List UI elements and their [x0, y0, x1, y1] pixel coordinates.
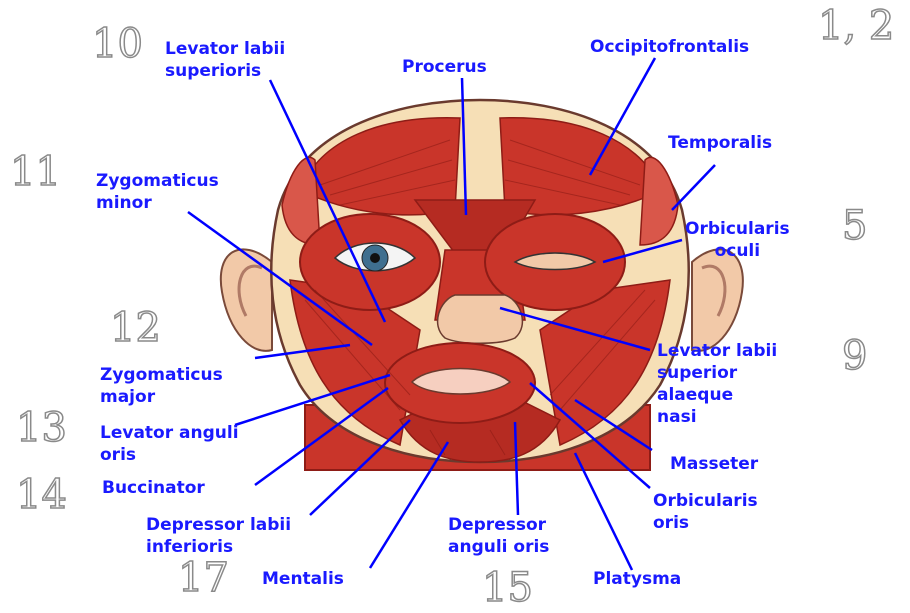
label-line: nasi: [657, 406, 777, 428]
leader-temporalis: [672, 165, 715, 210]
label-line: Orbicularis: [653, 490, 758, 512]
right-ear: [692, 249, 743, 351]
label-line: major: [100, 386, 223, 408]
label-line: alaeque: [657, 384, 777, 406]
label-procerus: Procerus: [402, 56, 487, 78]
label-occipitofrontalis: Occipitofrontalis: [590, 36, 749, 58]
left-ear: [221, 249, 272, 351]
number-11: 11: [10, 152, 61, 192]
label-line: superior: [657, 362, 777, 384]
label-masseter: Masseter: [670, 453, 758, 475]
label-zygomaticus-minor: Zygomaticus minor: [96, 170, 219, 214]
label-temporalis: Temporalis: [668, 132, 772, 154]
label-line: Depressor: [448, 514, 549, 536]
number-15: 15: [482, 568, 533, 608]
label-levator-labii-superior-alaeque-nasi: Levator labii superior alaeque nasi: [657, 340, 777, 428]
number-1-2: 1, 2: [818, 6, 894, 46]
number-13: 13: [16, 408, 67, 448]
label-line: oris: [100, 444, 239, 466]
label-orbicularis-oris: Orbicularis oris: [653, 490, 758, 534]
label-line: Zygomaticus: [96, 170, 219, 192]
label-line: minor: [96, 192, 219, 214]
label-depressor-labii-inferioris: Depressor labii inferioris: [146, 514, 291, 558]
label-line: Levator anguli: [100, 422, 239, 444]
label-line: Levator labii: [165, 38, 285, 60]
number-10: 10: [92, 24, 143, 64]
label-levator-labii-superioris: Levator labii superioris: [165, 38, 285, 82]
label-line: superioris: [165, 60, 285, 82]
label-zygomaticus-major: Zygomaticus major: [100, 364, 223, 408]
number-12: 12: [110, 308, 161, 348]
label-platysma: Platysma: [593, 568, 681, 590]
label-line: anguli oris: [448, 536, 549, 558]
pupil-left: [370, 253, 380, 263]
label-orbicularis-oculi: Orbicularis oculi: [685, 218, 790, 262]
number-5: 5: [842, 206, 867, 246]
label-line: Depressor labii: [146, 514, 291, 536]
label-levator-anguli-oris: Levator anguli oris: [100, 422, 239, 466]
number-9: 9: [842, 336, 867, 376]
number-17: 17: [178, 558, 229, 598]
nose: [438, 295, 523, 343]
label-line: oris: [653, 512, 758, 534]
label-buccinator: Buccinator: [102, 477, 205, 499]
number-14: 14: [16, 475, 67, 515]
label-line: Zygomaticus: [100, 364, 223, 386]
label-depressor-anguli-oris: Depressor anguli oris: [448, 514, 549, 558]
label-mentalis: Mentalis: [262, 568, 344, 590]
label-line: oculi: [685, 240, 790, 262]
label-line: Levator labii: [657, 340, 777, 362]
label-line: Orbicularis: [685, 218, 790, 240]
